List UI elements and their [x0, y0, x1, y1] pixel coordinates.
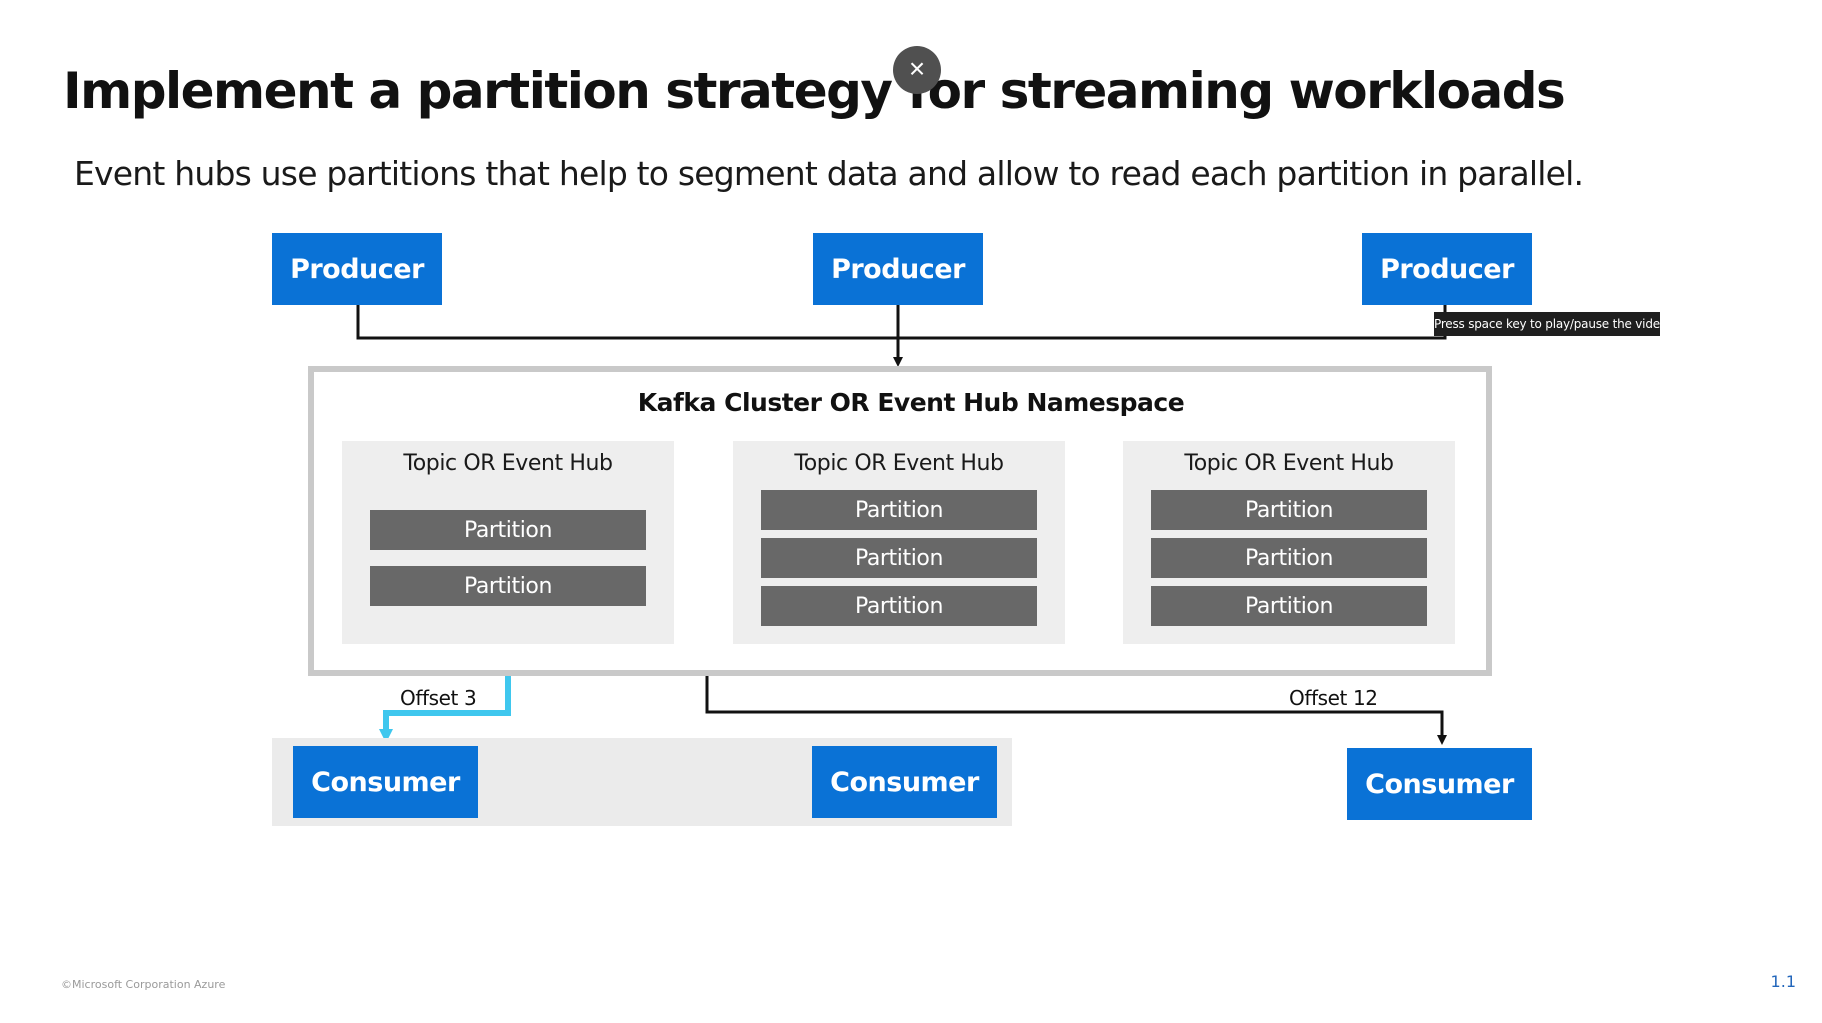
consumer-box-1: Consumer — [293, 746, 478, 818]
copyright-footer: ©Microsoft Corporation Azure — [61, 978, 226, 991]
producer-box-2: Producer — [813, 233, 983, 305]
consumer-box-2: Consumer — [812, 746, 997, 818]
partition-3-1: Partition — [1151, 490, 1427, 530]
topic-title-2: Topic OR Event Hub — [794, 451, 1004, 476]
partition-1-2: Partition — [370, 566, 646, 606]
partition-3-2: Partition — [1151, 538, 1427, 578]
cluster-title: Kafka Cluster OR Event Hub Namespace — [637, 388, 1185, 417]
close-button[interactable]: × — [893, 46, 941, 94]
producer-connector — [356, 305, 1447, 340]
producer-box-3: Producer — [1362, 233, 1532, 305]
topic-title-1: Topic OR Event Hub — [403, 451, 613, 476]
producer-box-1: Producer — [272, 233, 442, 305]
topic-title-3: Topic OR Event Hub — [1184, 451, 1394, 476]
offset-label-3: Offset 3 — [400, 686, 477, 710]
partition-3-3: Partition — [1151, 586, 1427, 626]
page-number: 1.1 — [1770, 972, 1796, 991]
partition-2-1: Partition — [761, 490, 1037, 530]
consumer-box-3: Consumer — [1347, 748, 1532, 820]
slide-subtitle: Event hubs use partitions that help to s… — [74, 154, 1584, 193]
partition-2-2: Partition — [761, 538, 1037, 578]
offset-label-12: Offset 12 — [1289, 686, 1378, 710]
partition-2-3: Partition — [761, 586, 1037, 626]
close-icon: × — [908, 53, 926, 84]
slide-title: Implement a partition strategy for strea… — [63, 62, 1566, 120]
partition-1-1: Partition — [370, 510, 646, 550]
video-tooltip: Press space key to play/pause the video — [1434, 312, 1667, 336]
